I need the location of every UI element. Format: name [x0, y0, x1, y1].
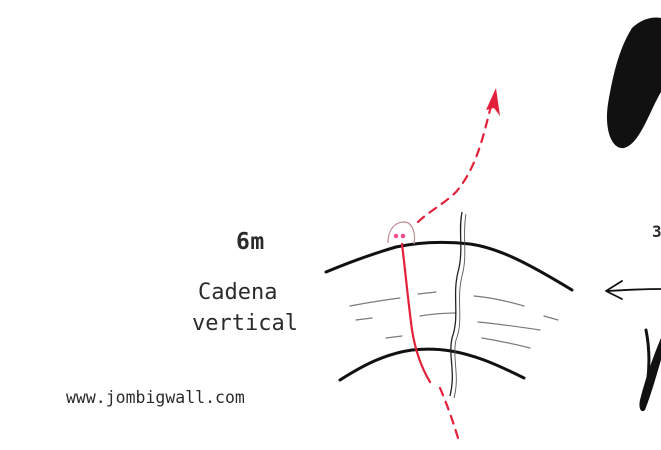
pitch-height-label: 6m — [236, 229, 265, 255]
anchor-outline — [387, 221, 416, 245]
chain-note-line1: Cadena — [198, 280, 278, 305]
crack-line — [449, 211, 463, 397]
rock-silhouette-bottom — [639, 338, 661, 412]
route-arrow-icon — [486, 88, 500, 116]
ledge-upper-line — [324, 240, 574, 292]
chain-note-line2: vertical — [192, 311, 298, 336]
wall-streaks — [349, 291, 559, 349]
website-credit[interactable]: www.jombigwall.com — [66, 388, 245, 407]
rock-edge-stroke — [644, 328, 651, 394]
rock-silhouette-top — [606, 17, 661, 149]
pointer-arrow-icon — [605, 280, 623, 300]
route-line-solid — [400, 242, 432, 384]
anchor-bolt-right — [400, 233, 406, 239]
route-line-dashed-upper — [416, 100, 494, 224]
crack-line-shadow — [453, 213, 467, 399]
ledge-lower-line — [338, 347, 526, 382]
route-line-dashed-lower — [438, 386, 460, 440]
right-edge-fragment: 3 — [652, 222, 661, 241]
anchor-bolt-left — [393, 233, 399, 239]
pointer-arrow-shaft — [607, 288, 661, 292]
